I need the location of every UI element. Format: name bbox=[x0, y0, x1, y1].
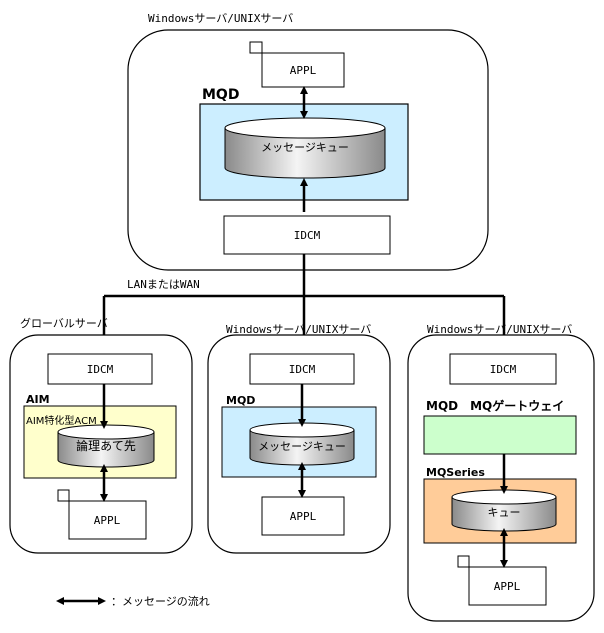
gateway-box bbox=[423, 415, 577, 455]
top-appl-box bbox=[261, 52, 345, 88]
global-idcm-box bbox=[47, 353, 153, 385]
global-queue-label: 論理あて先 bbox=[76, 438, 136, 453]
appl-tab-icon bbox=[249, 41, 263, 54]
aim-sub-label: AIM特化型ACM bbox=[26, 414, 97, 427]
top-mqd-label: MQD bbox=[202, 87, 239, 103]
top-idcm-label: IDCM bbox=[294, 229, 321, 242]
mid-server-title: Windowsサーバ/UNIXサーバ bbox=[226, 323, 371, 336]
legend-text: ：メッセージの流れ bbox=[111, 594, 210, 608]
mid-queue-cylinder bbox=[249, 422, 355, 466]
global-idcm-label: IDCM bbox=[87, 363, 114, 376]
global-server-title: グローバルサーバ bbox=[20, 316, 108, 330]
top-server-title: Windowsサーバ/UNIXサーバ bbox=[148, 12, 293, 25]
mqseries-label: MQSeries bbox=[426, 466, 485, 479]
global-appl-label: APPL bbox=[94, 514, 121, 527]
mid-idcm-box bbox=[249, 353, 355, 385]
right-queue-label: キュー bbox=[488, 506, 521, 519]
mid-appl-label: APPL bbox=[290, 510, 317, 523]
network-label: LANまたはWAN bbox=[127, 278, 200, 291]
right-queue-cylinder bbox=[451, 489, 557, 532]
mid-queue-label: メッセージキュー bbox=[258, 440, 346, 453]
global-queue-cylinder bbox=[57, 424, 155, 468]
appl-tab-icon bbox=[57, 489, 70, 502]
top-queue-label: メッセージキュー bbox=[261, 141, 349, 154]
mid-appl-box bbox=[261, 496, 345, 536]
top-appl-label: APPL bbox=[290, 64, 317, 77]
right-appl-box bbox=[468, 566, 547, 606]
mid-mqd-label: MQD bbox=[226, 394, 255, 407]
top-idcm-box bbox=[223, 215, 391, 255]
right-appl-label: APPL bbox=[494, 580, 521, 593]
right-idcm-label: IDCM bbox=[490, 363, 517, 376]
appl-tab-icon bbox=[457, 555, 470, 568]
right-server-box bbox=[407, 334, 595, 622]
right-server-title: Windowsサーバ/UNIXサーバ bbox=[427, 323, 572, 336]
right-idcm-box bbox=[449, 353, 557, 385]
aim-label: AIM bbox=[26, 393, 50, 406]
gateway-label: MQD MQゲートウェイ bbox=[426, 398, 564, 413]
global-appl-box bbox=[68, 500, 147, 540]
mid-idcm-label: IDCM bbox=[289, 363, 316, 376]
